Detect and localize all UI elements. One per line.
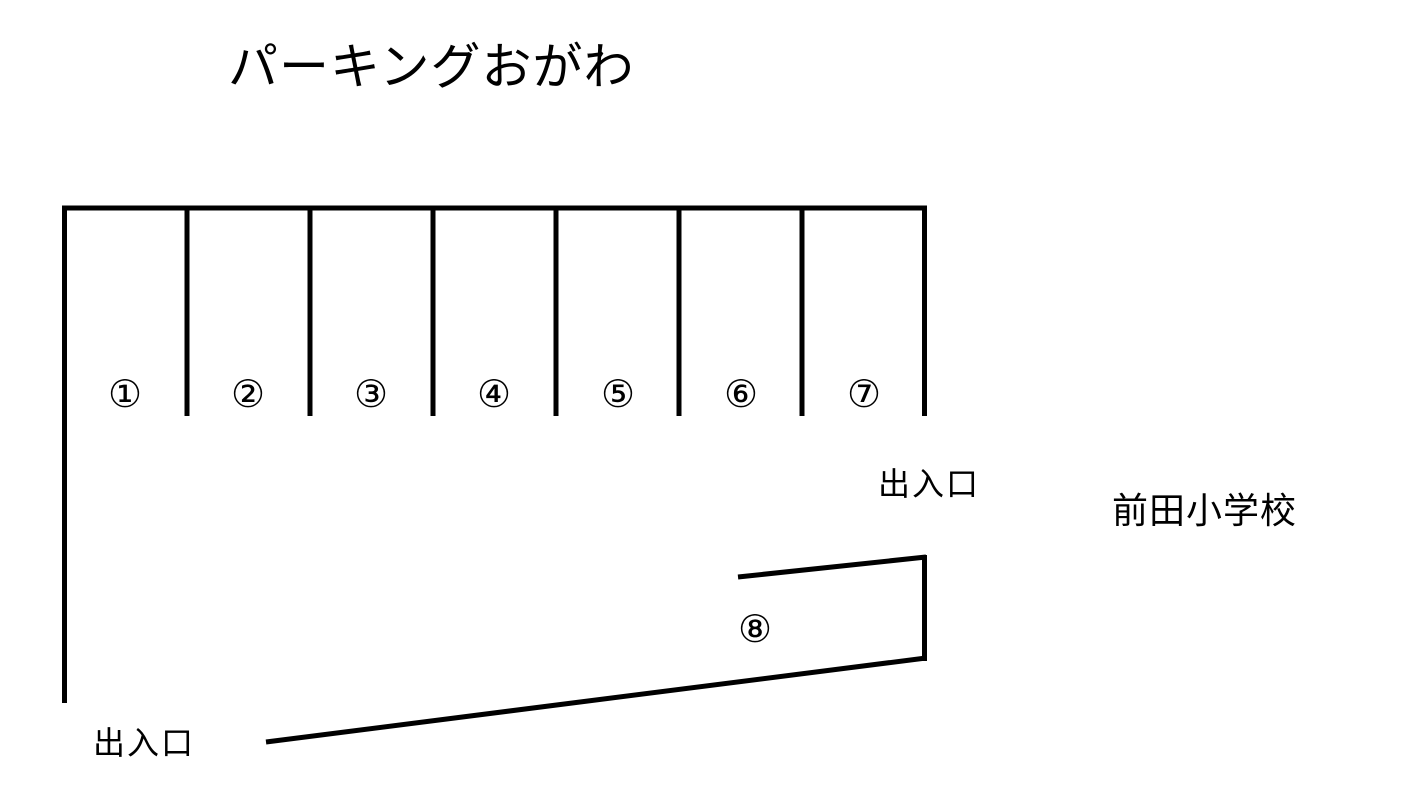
page-title: パーキングおがわ (228, 38, 635, 96)
bottom-boundary-line (265, 655, 927, 745)
parking-space-3: ③ (353, 372, 389, 416)
parking-space-2: ② (230, 372, 266, 416)
entrance-label-bottom-left: 出入口 (93, 724, 196, 762)
parking-space-6: ⑥ (723, 372, 759, 416)
parking-space-1: ① (107, 372, 143, 416)
space-8-top-line (737, 554, 927, 580)
parking-space-7: ⑦ (846, 372, 882, 416)
entrance-label-right: 出入口 (878, 465, 981, 503)
parking-space-8: ⑧ (737, 607, 773, 651)
landmark-school-label: 前田小学校 (1112, 491, 1298, 532)
parking-space-5: ⑤ (600, 372, 636, 416)
parking-space-4: ④ (476, 372, 512, 416)
